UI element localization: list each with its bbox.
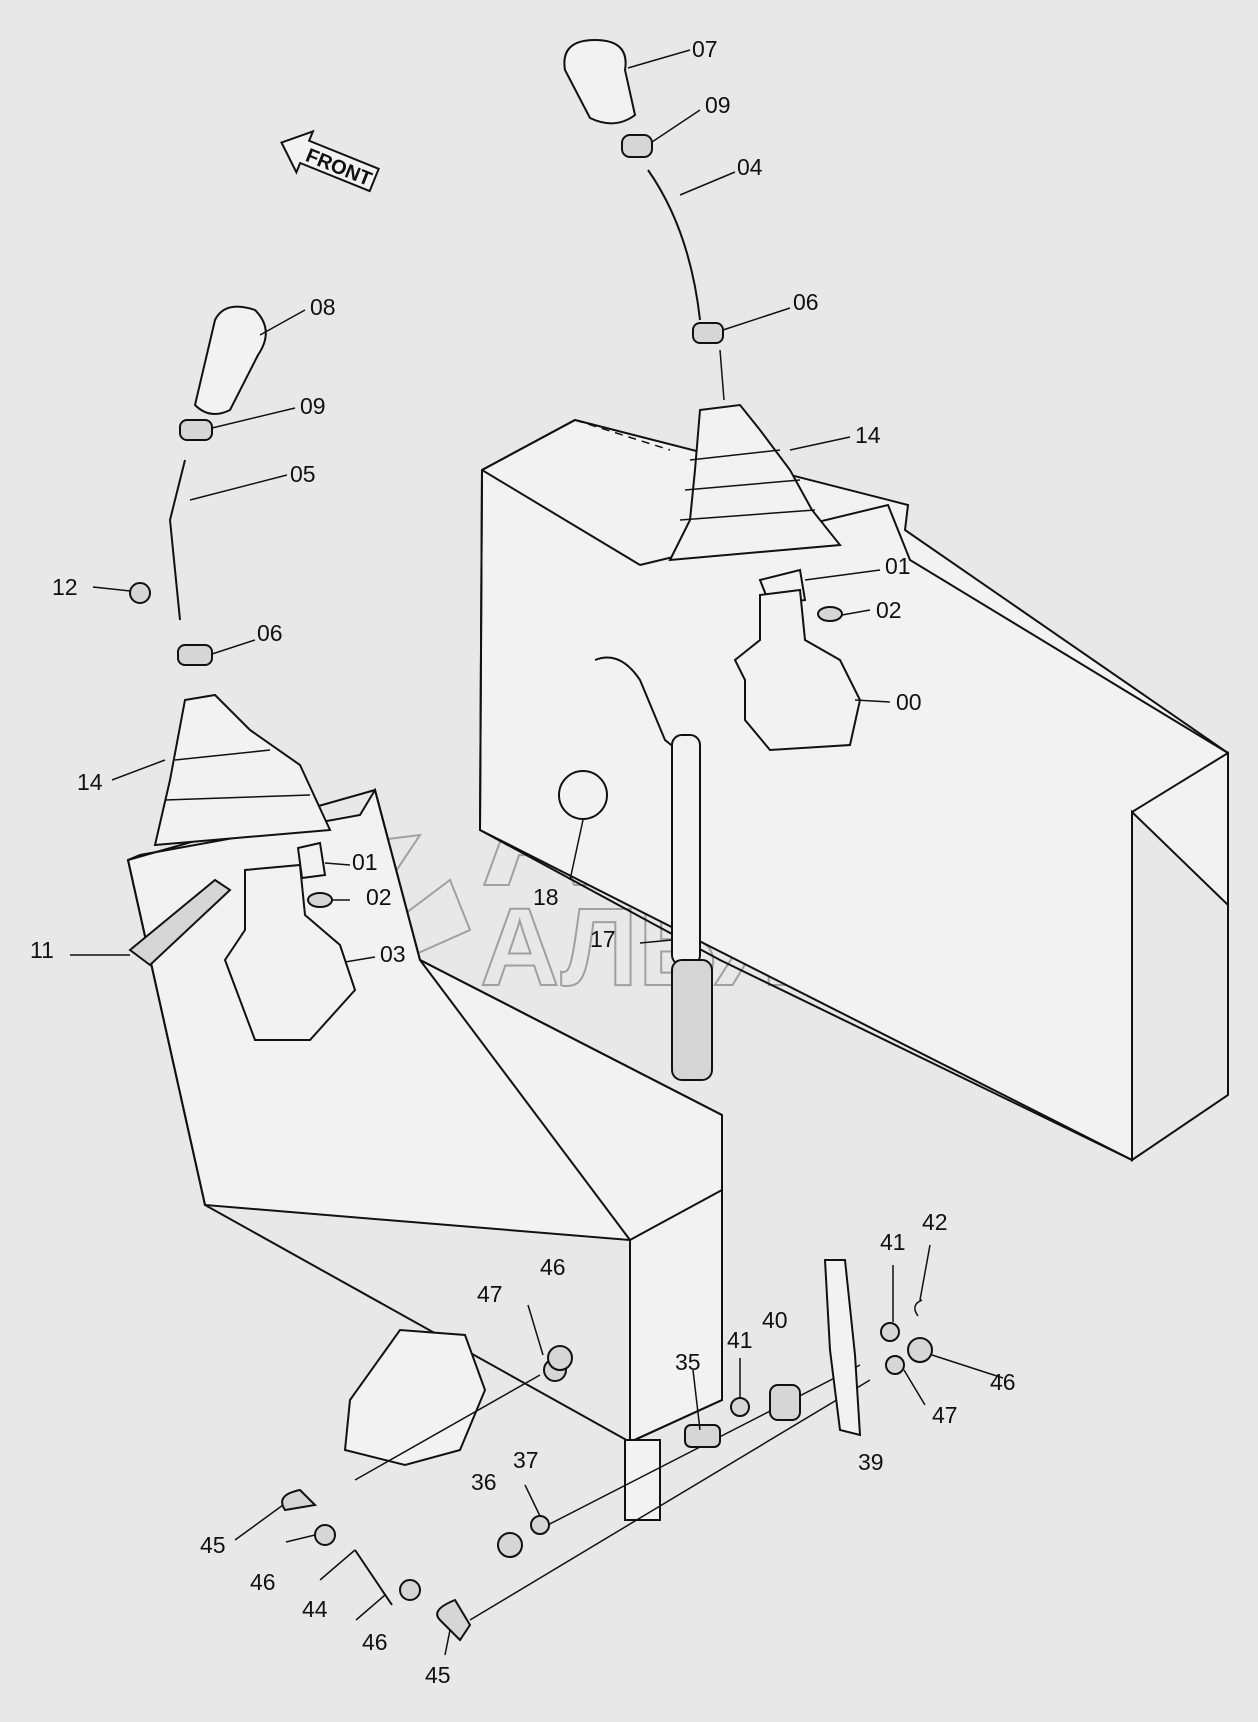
bracket-lower — [624, 1439, 661, 1521]
part-label-09: 09 — [705, 92, 731, 118]
part-label-42: 42 — [922, 1209, 948, 1235]
part-label-41: 41 — [880, 1229, 906, 1255]
nut-09-right — [621, 134, 653, 158]
lever-04 — [647, 169, 701, 321]
bolt-01-left — [296, 841, 327, 880]
part-label-14: 14 — [77, 769, 103, 795]
part-label-14: 14 — [855, 422, 881, 448]
part-label-01: 01 — [885, 553, 911, 579]
part-label-12: 12 — [52, 574, 78, 600]
part-label-00: 00 — [896, 689, 922, 715]
part-label-45: 45 — [200, 1532, 226, 1558]
part-label-03: 03 — [380, 941, 406, 967]
boot-14-right — [668, 403, 842, 562]
clip-37 — [530, 1515, 550, 1535]
ball-18 — [558, 770, 608, 820]
washer-47-right — [885, 1355, 905, 1375]
washer-41-top — [880, 1322, 900, 1342]
middle-link-assembly — [558, 656, 713, 1081]
valve-00 — [733, 588, 862, 752]
part-label-11: 11 — [30, 937, 54, 963]
part-label-46: 46 — [540, 1254, 566, 1280]
lever-11 — [128, 878, 232, 967]
joint-45-top — [281, 1488, 318, 1512]
valve-03 — [223, 863, 357, 1041]
nut-09-left — [179, 419, 213, 441]
clip-42 — [914, 1299, 923, 1317]
left-lever-assembly — [128, 305, 357, 1041]
nut-06-left — [177, 644, 213, 666]
leader-lines — [70, 49, 1004, 1656]
rod-17 — [671, 734, 701, 966]
bottom-valve — [343, 1328, 487, 1467]
part-label-08: 08 — [310, 294, 336, 320]
part-label-46: 46 — [362, 1629, 388, 1655]
boot-14-left — [153, 693, 332, 847]
right-lever-assembly — [563, 38, 862, 752]
nut-46-bottom — [399, 1579, 421, 1601]
lever-05 — [168, 459, 186, 621]
washer-02-right — [817, 606, 843, 622]
part-label-46: 46 — [990, 1369, 1016, 1395]
joint-45-bottom — [436, 1598, 472, 1642]
part-label-17: 17 — [590, 926, 616, 952]
part-label-46: 46 — [250, 1569, 276, 1595]
part-label-35: 35 — [675, 1349, 701, 1375]
part-label-47: 47 — [932, 1402, 958, 1428]
nut-06-right — [692, 322, 724, 344]
part-label-09: 09 — [300, 393, 326, 419]
part-label-18: 18 — [533, 884, 559, 910]
part-label-02: 02 — [366, 884, 392, 910]
part-label-01: 01 — [352, 849, 378, 875]
part-label-40: 40 — [762, 1307, 788, 1333]
cylinder-17 — [671, 959, 713, 1081]
nut-46-low — [314, 1524, 336, 1546]
part-label-37: 37 — [513, 1447, 539, 1473]
part-label-41: 41 — [727, 1327, 753, 1353]
bracket-39 — [823, 1259, 862, 1437]
nut-46-top — [547, 1345, 573, 1371]
knob-08 — [193, 305, 267, 415]
part-label-06: 06 — [793, 289, 819, 315]
part-label-04: 04 — [737, 154, 763, 180]
nut-36 — [497, 1532, 523, 1558]
part-label-47: 47 — [477, 1281, 503, 1307]
part-label-44: 44 — [302, 1596, 328, 1622]
washer-41-mid — [730, 1397, 750, 1417]
knob-07 — [563, 38, 637, 125]
bolt-35 — [684, 1424, 721, 1448]
rod-44 — [354, 1549, 393, 1606]
part-label-39: 39 — [858, 1449, 884, 1475]
part-label-02: 02 — [876, 597, 902, 623]
part-label-06: 06 — [257, 620, 283, 646]
washer-02-left — [307, 892, 333, 908]
part-label-05: 05 — [290, 461, 316, 487]
part-label-45: 45 — [425, 1662, 451, 1688]
knob-12 — [129, 582, 151, 604]
nut-46-right — [907, 1337, 933, 1363]
part-labels: 07 09 04 06 14 01 02 00 08 09 05 12 06 1… — [30, 36, 1016, 1688]
bushing-40 — [769, 1384, 801, 1421]
part-label-36: 36 — [471, 1469, 497, 1495]
bottom-linkage — [281, 1259, 933, 1642]
part-label-07: 07 — [692, 36, 718, 62]
